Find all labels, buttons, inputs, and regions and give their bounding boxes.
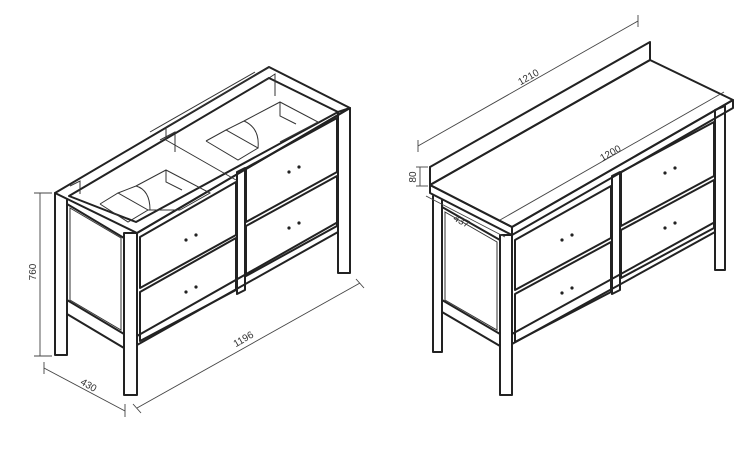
drawer-knob-icon xyxy=(194,233,198,237)
drawer-knob-icon xyxy=(673,166,677,170)
drawer-knob-icon xyxy=(184,290,188,294)
vanity-bottom-rail xyxy=(511,221,716,345)
cabinet-front-right-leg xyxy=(337,107,351,274)
dim-width-label: 1196 xyxy=(232,329,257,349)
vanity-drawer-left-lower xyxy=(514,241,612,343)
dim-line-backsplash xyxy=(416,166,428,187)
drawer-knob-icon xyxy=(663,226,667,230)
drawer-knob-icon xyxy=(184,238,188,242)
drawer-knob-icon xyxy=(663,171,667,175)
dim-depth-label: 430 xyxy=(78,377,98,395)
drawer-knob-icon xyxy=(297,165,301,169)
dim-line-depth xyxy=(43,362,126,417)
drawer-knob-icon xyxy=(194,285,198,289)
vanity-front-left-leg xyxy=(499,234,513,396)
countertop xyxy=(429,59,734,236)
dim-height-label: 760 xyxy=(28,263,39,280)
drawer-knob-icon xyxy=(287,170,291,174)
dim-top-depth-label: 437 xyxy=(451,213,471,231)
dim-line-top-width xyxy=(499,91,725,221)
dim-line-height xyxy=(34,192,52,357)
vanity-front-right-leg xyxy=(714,105,726,271)
drawer-box-left xyxy=(99,169,212,223)
cabinet-side-panel xyxy=(54,192,125,356)
vanity-side-panel xyxy=(432,195,501,353)
drawer-left-upper xyxy=(139,181,237,289)
cabinet-open-view: 760 430 1196 xyxy=(28,66,365,417)
drawer-knob-icon xyxy=(297,221,301,225)
drawer-right-upper xyxy=(245,117,338,223)
cabinet-front-left-leg xyxy=(123,107,351,396)
dim-backsplash-label: 80 xyxy=(408,171,419,183)
cabinet-inner-brackets xyxy=(69,66,276,194)
drawer-left-lower xyxy=(139,237,237,342)
dim-top-width-label: 1200 xyxy=(598,143,623,164)
drawer-right-lower xyxy=(245,175,338,277)
drawer-box-right xyxy=(205,101,320,161)
drawer-knob-icon xyxy=(673,221,677,225)
drawer-knob-icon xyxy=(560,291,564,295)
vanity-drawer-right-lower xyxy=(620,179,715,279)
drawer-knob-icon xyxy=(560,238,564,242)
vanity-drawer-right-upper xyxy=(620,121,715,227)
cabinet-top-frame xyxy=(54,66,351,234)
backsplash xyxy=(429,41,651,186)
cabinet-assembled-view: 1210 1200 80 437 xyxy=(408,15,734,396)
dim-line-total-width xyxy=(417,15,639,152)
drawer-knob-icon xyxy=(570,233,574,237)
dim-line-top-depth xyxy=(425,195,506,238)
dim-total-width-label: 1210 xyxy=(516,67,541,88)
dim-line-width xyxy=(132,278,365,414)
vanity-drawer-left-upper xyxy=(514,185,612,291)
drawer-knob-icon xyxy=(287,226,291,230)
drawer-knob-icon xyxy=(570,286,574,290)
